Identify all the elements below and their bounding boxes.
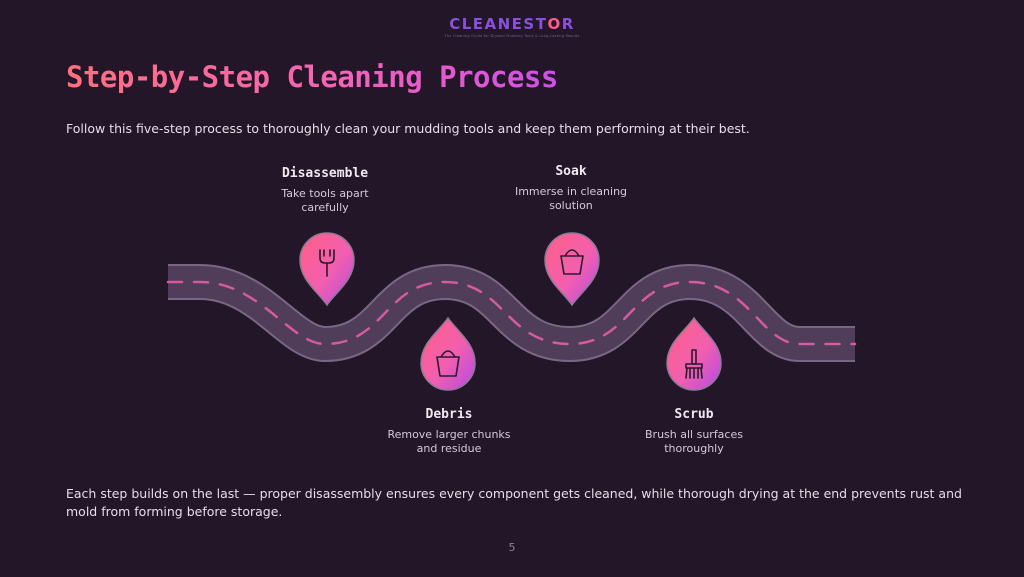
bucket-icon	[560, 249, 584, 275]
step-title: Disassemble	[281, 166, 369, 181]
page-title: Step-by-Step Cleaning Process	[66, 60, 558, 94]
pin-disassemble	[299, 232, 355, 307]
logo-wordmark: CLEANESTOR	[449, 15, 575, 33]
step-title: Scrub	[674, 407, 714, 422]
pin-soak	[544, 232, 600, 307]
pin-scrub	[666, 316, 722, 391]
wrench-icon	[319, 249, 335, 277]
bucket-icon	[436, 350, 460, 377]
road-dashes	[166, 280, 857, 346]
page-number: 5	[508, 541, 516, 554]
step-title: Debris	[425, 407, 473, 422]
pin-debris	[420, 316, 476, 391]
footer-text: Each step builds on the last — proper di…	[66, 486, 962, 519]
logo: CLEANESTOR The Cleaning Guide for Drywal…	[0, 15, 1024, 38]
brush-icon	[685, 349, 703, 379]
step-title: Soak	[555, 164, 587, 179]
intro-text: Follow this five-step process to thoroug…	[66, 121, 750, 136]
logo-tagline: The Cleaning Guide for Drywall Mudding T…	[444, 34, 580, 38]
